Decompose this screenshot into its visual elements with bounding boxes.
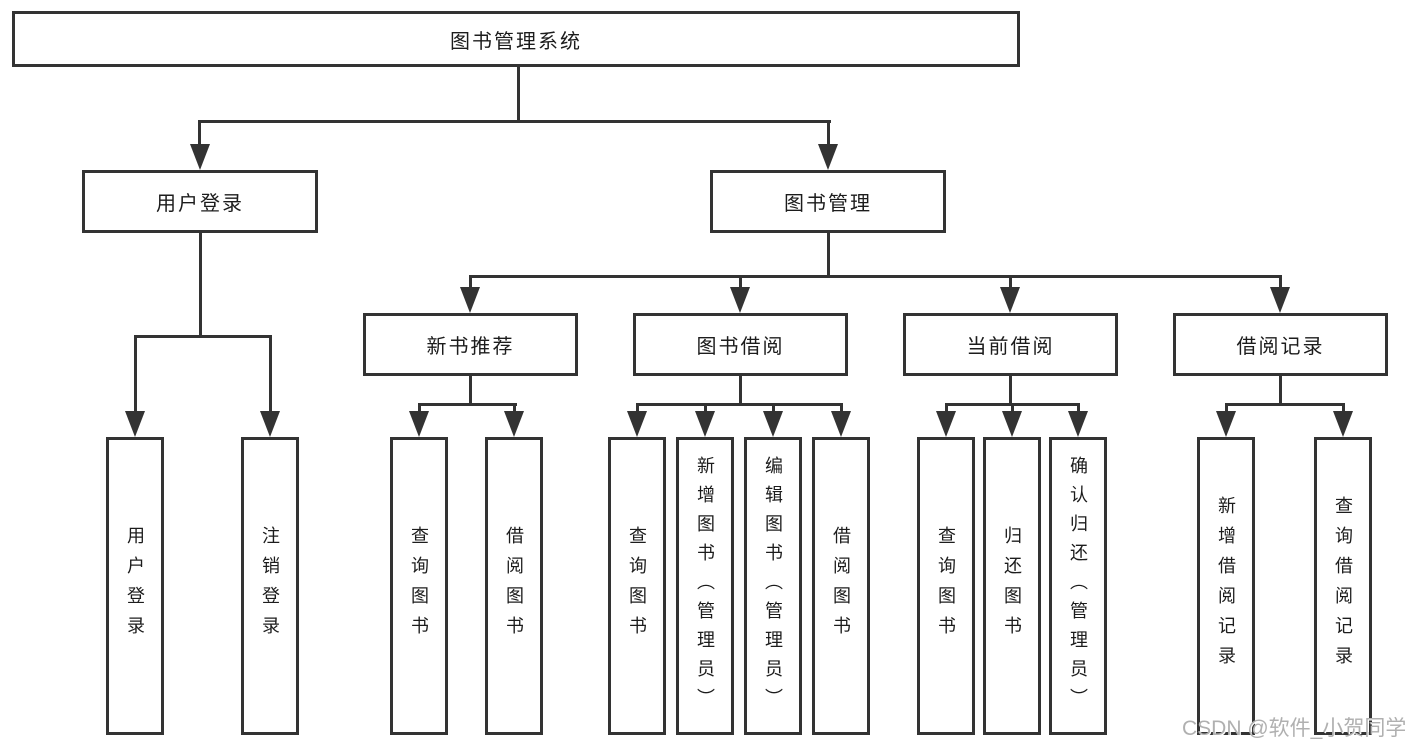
arrow-down-icon [695, 411, 715, 437]
leaf-query-books-current-label: 查询图书 [936, 526, 956, 646]
arrow-down-icon [1270, 287, 1290, 313]
node-borrow-records-label: 借阅记录 [1236, 336, 1325, 358]
leaf-user-login: 用户登录 [106, 437, 164, 735]
leaf-logout: 注销登录 [241, 437, 299, 735]
arrow-down-icon [1333, 411, 1353, 437]
leaf-edit-books-admin-label: 编辑图书（管理员） [763, 455, 783, 717]
leaf-confirm-return-admin: 确认归还（管理员） [1049, 437, 1107, 735]
node-borrow-records: 借阅记录 [1173, 313, 1388, 376]
connector-stub-leaf [636, 403, 639, 415]
arrow-down-icon [260, 411, 280, 437]
leaf-add-books-admin: 新增图书（管理员） [676, 437, 734, 735]
node-book-management-label: 图书管理 [784, 193, 872, 215]
connector-book-management-trunk [827, 233, 830, 277]
arrow-down-icon [409, 411, 429, 437]
leaf-return-books-label: 归还图书 [1002, 526, 1022, 646]
node-user-login: 用户登录 [82, 170, 318, 233]
leaf-query-books-current: 查询图书 [917, 437, 975, 735]
node-new-book-recommend-label: 新书推荐 [426, 336, 515, 358]
node-book-borrow: 图书借阅 [633, 313, 848, 376]
connector-borrow-rail [636, 403, 843, 406]
leaf-query-books-borrow-label: 查询图书 [627, 526, 647, 646]
node-root-label: 图书管理系统 [450, 30, 582, 53]
node-current-borrow-label: 当前借阅 [966, 336, 1055, 358]
leaf-confirm-return-admin-label: 确认归还（管理员） [1068, 455, 1088, 717]
leaf-edit-books-admin: 编辑图书（管理员） [744, 437, 802, 735]
leaf-borrow-books: 借阅图书 [812, 437, 870, 735]
connector-stub-newbook [469, 275, 472, 291]
arrow-down-icon [460, 287, 480, 313]
connector-user-login-trunk [199, 233, 202, 337]
node-book-management: 图书管理 [710, 170, 946, 233]
arrow-down-icon [730, 287, 750, 313]
connector-stub-leaf [269, 335, 272, 415]
arrow-down-icon [763, 411, 783, 437]
connector-records-rail [1225, 403, 1345, 406]
leaf-return-books: 归还图书 [983, 437, 1041, 735]
connector-user-login-rail [134, 335, 272, 338]
connector-stub-leaf [418, 403, 421, 415]
arrow-down-icon [1068, 411, 1088, 437]
connector-stub-leaf [772, 403, 775, 415]
leaf-logout-label: 注销登录 [260, 526, 280, 646]
leaf-query-books-recommend-label: 查询图书 [409, 526, 429, 646]
connector-stub-leaf [1011, 403, 1014, 415]
connector-stub-leaf [513, 403, 516, 415]
leaf-add-borrow-record: 新增借阅记录 [1197, 437, 1255, 735]
leaf-borrow-books-recommend-label: 借阅图书 [504, 526, 524, 646]
connector-stub-leaf [134, 335, 137, 415]
connector-level2-rail [198, 120, 831, 123]
leaf-query-books-recommend: 查询图书 [390, 437, 448, 735]
connector-stub-leaf [1342, 403, 1345, 415]
connector-stub-user-login [198, 120, 201, 148]
arrow-down-icon [190, 144, 210, 170]
arrow-down-icon [936, 411, 956, 437]
arrow-down-icon [125, 411, 145, 437]
leaf-user-login-label: 用户登录 [125, 526, 145, 646]
arrow-down-icon [504, 411, 524, 437]
connector-newbook-trunk [469, 376, 472, 405]
connector-stub-book-management [827, 120, 830, 148]
node-user-login-label: 用户登录 [156, 193, 244, 215]
leaf-query-borrow-record-label: 查询借阅记录 [1333, 496, 1353, 676]
leaf-borrow-books-recommend: 借阅图书 [485, 437, 543, 735]
connector-level3-rail [469, 275, 1282, 278]
arrow-down-icon [818, 144, 838, 170]
arrow-down-icon [627, 411, 647, 437]
connector-root-trunk [517, 67, 520, 122]
arrow-down-icon [1002, 411, 1022, 437]
node-root: 图书管理系统 [12, 11, 1020, 67]
leaf-borrow-books-label: 借阅图书 [831, 526, 851, 646]
node-new-book-recommend: 新书推荐 [363, 313, 578, 376]
connector-stub-borrow [739, 275, 742, 291]
leaf-add-borrow-record-label: 新增借阅记录 [1216, 496, 1236, 676]
connector-stub-records [1279, 275, 1282, 291]
connector-stub-current [1009, 275, 1012, 291]
connector-stub-leaf [704, 403, 707, 415]
node-current-borrow: 当前借阅 [903, 313, 1118, 376]
leaf-query-borrow-record: 查询借阅记录 [1314, 437, 1372, 735]
connector-borrow-trunk [739, 376, 742, 405]
connector-stub-leaf [945, 403, 948, 415]
leaf-add-books-admin-label: 新增图书（管理员） [695, 455, 715, 717]
node-book-borrow-label: 图书借阅 [696, 336, 785, 358]
connector-stub-leaf [1225, 403, 1228, 415]
arrow-down-icon [831, 411, 851, 437]
leaf-query-books-borrow: 查询图书 [608, 437, 666, 735]
csdn-watermark: CSDN @软件_小贺同学 [1182, 717, 1405, 740]
arrow-down-icon [1000, 287, 1020, 313]
connector-newbook-rail [418, 403, 517, 406]
connector-stub-leaf [1077, 403, 1080, 415]
connector-current-trunk [1009, 376, 1012, 405]
arrow-down-icon [1216, 411, 1236, 437]
connector-stub-leaf [840, 403, 843, 415]
connector-records-trunk [1279, 376, 1282, 405]
